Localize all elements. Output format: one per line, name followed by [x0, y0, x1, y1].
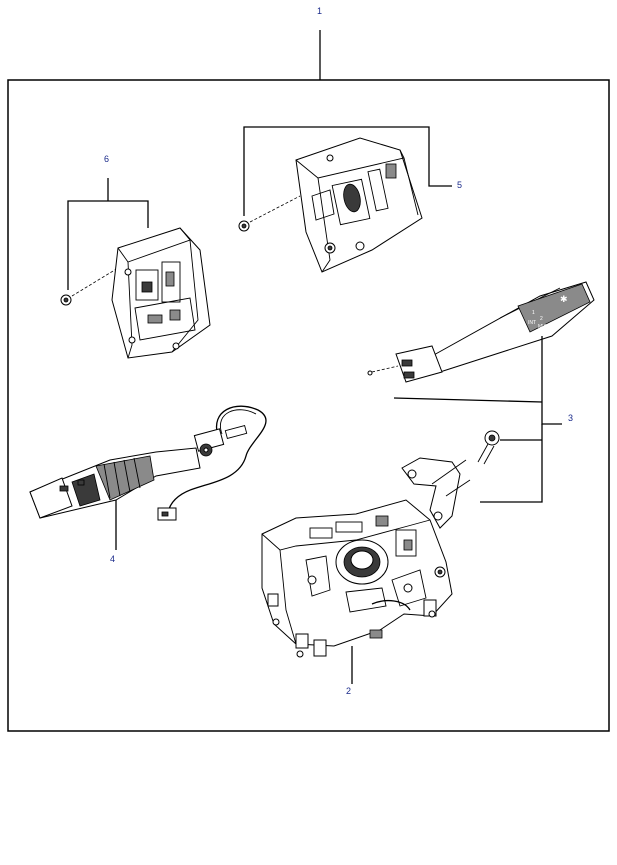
part-4-connector-upper	[193, 424, 248, 457]
callout-1: 1	[317, 6, 322, 16]
callout-5: 5	[457, 180, 462, 190]
wiper-stalk-star-icon: ✱	[560, 295, 568, 305]
part-3-wiper-stalk: 1 2 INT MIST ✱	[367, 281, 595, 529]
part-3-screw	[477, 430, 500, 465]
wiper-stalk-label-2: 2	[540, 316, 543, 322]
callout-3: 3	[568, 413, 573, 423]
wiper-stalk-label-mist: MIST	[538, 324, 550, 330]
part-4-indicator-stalk	[29, 405, 267, 521]
part-5-switch-module	[238, 126, 452, 273]
part-5-screw	[238, 195, 301, 232]
part-2-switch-housing	[261, 499, 453, 658]
callout-4: 4	[110, 554, 115, 564]
part-4-connector-lower	[157, 507, 177, 521]
part-6-switch-module	[60, 178, 211, 359]
part-6-screw	[60, 267, 119, 306]
diagram-frame	[7, 79, 610, 732]
callout-6: 6	[104, 154, 109, 164]
wiper-stalk-label-int: INT	[528, 320, 536, 326]
wiper-stalk-label-1: 1	[532, 310, 535, 316]
callout-2: 2	[346, 686, 351, 696]
